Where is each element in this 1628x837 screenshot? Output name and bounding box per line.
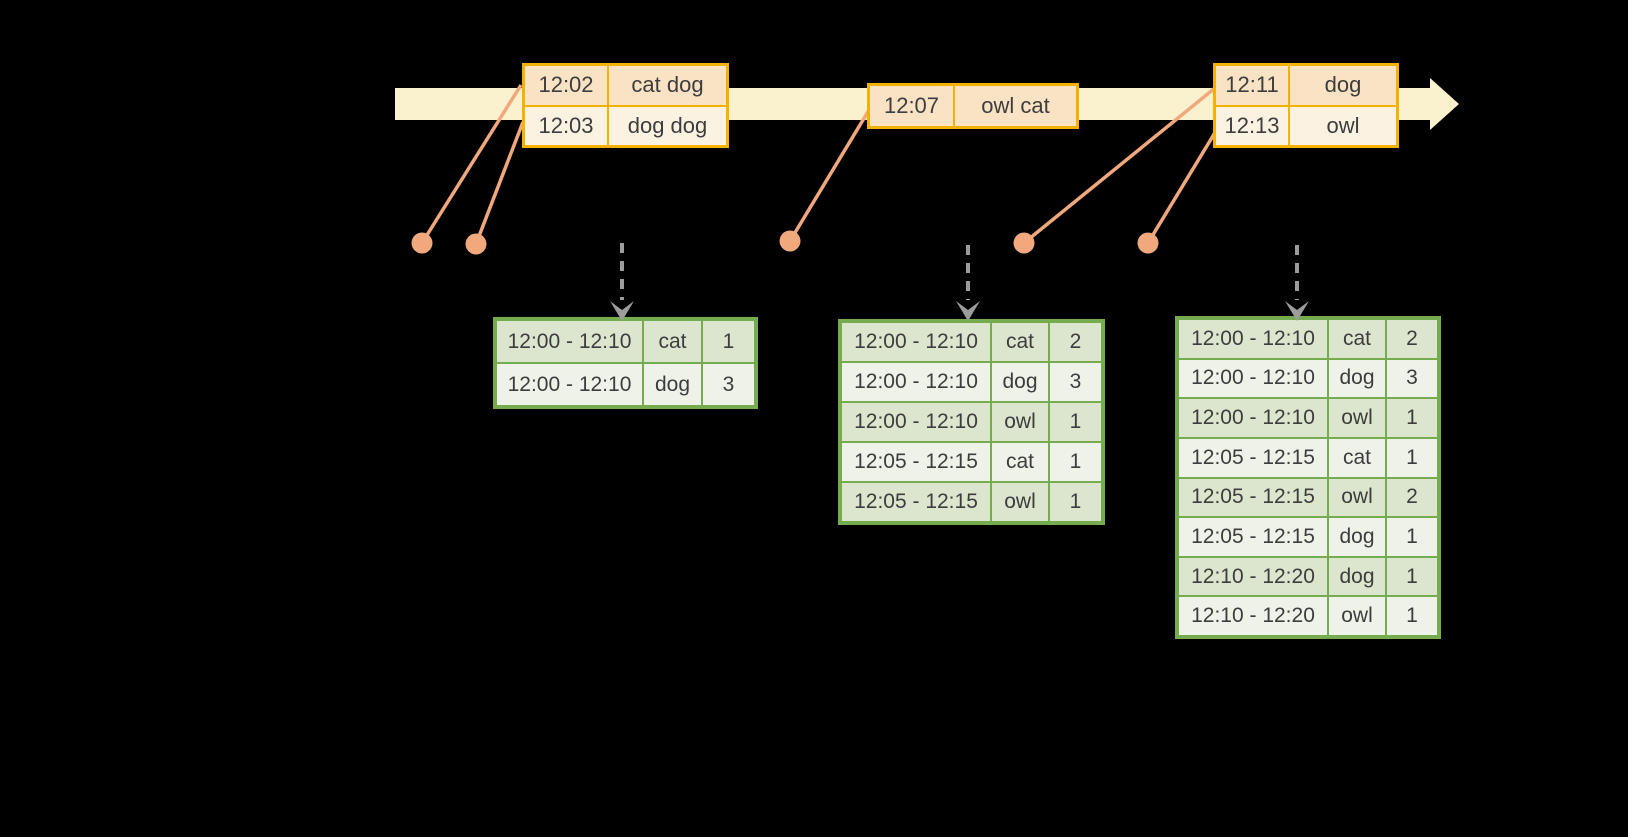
- event-marker-dot: [465, 233, 487, 255]
- count-cell: 2: [1387, 478, 1437, 517]
- word-cell: owl: [1329, 597, 1385, 635]
- trigger-arrowhead-icon: [610, 301, 634, 321]
- window-cell: 12:00 - 12:10: [842, 363, 990, 401]
- connector-line: [1146, 125, 1221, 244]
- word-cell: dog: [1329, 557, 1385, 596]
- word-cell: dog: [992, 363, 1048, 401]
- event-marker-dot: [779, 230, 801, 252]
- word-cell: dog: [1329, 518, 1385, 556]
- window-cell: 12:05 - 12:15: [1179, 438, 1327, 477]
- event-words-cell: cat dog: [609, 66, 726, 105]
- word-cell: cat: [1329, 438, 1385, 477]
- word-cell: cat: [992, 323, 1048, 361]
- window-cell: 12:05 - 12:15: [1179, 478, 1327, 517]
- word-cell: dog: [1329, 359, 1385, 398]
- count-cell: 1: [703, 321, 754, 362]
- result-table-2: 12:00 - 12:10 cat 2 12:00 - 12:10 dog 3 …: [838, 319, 1105, 525]
- trigger-arrowhead-icon: [1285, 301, 1309, 321]
- window-cell: 12:00 - 12:10: [1179, 399, 1327, 437]
- word-cell: owl: [992, 403, 1048, 441]
- word-cell: owl: [1329, 399, 1385, 437]
- window-cell: 12:00 - 12:10: [842, 323, 990, 361]
- connector-line: [788, 109, 871, 242]
- window-cell: 12:05 - 12:15: [1179, 518, 1327, 556]
- count-cell: 1: [1387, 518, 1437, 556]
- word-cell: dog: [644, 364, 701, 405]
- event-words-cell: owl: [1290, 106, 1396, 145]
- window-cell: 12:10 - 12:20: [1179, 557, 1327, 596]
- word-cell: cat: [992, 443, 1048, 481]
- count-cell: 2: [1050, 323, 1101, 361]
- window-cell: 12:05 - 12:15: [842, 443, 990, 481]
- connector-line: [1022, 86, 1217, 245]
- result-table-3: 12:00 - 12:10 cat 2 12:00 - 12:10 dog 3 …: [1175, 316, 1441, 639]
- count-cell: 3: [703, 364, 754, 405]
- event-time-cell: 12:02: [525, 66, 607, 105]
- count-cell: 3: [1387, 359, 1437, 398]
- window-cell: 12:00 - 12:10: [497, 364, 642, 405]
- count-cell: 1: [1387, 438, 1437, 477]
- event-words-cell: dog: [1290, 66, 1396, 105]
- result-table-1: 12:00 - 12:10 cat 1 12:00 - 12:10 dog 3: [493, 317, 758, 409]
- window-cell: 12:10 - 12:20: [1179, 597, 1327, 635]
- connector-line: [420, 84, 523, 244]
- count-cell: 1: [1050, 483, 1101, 521]
- timeline-arrowhead-icon: [1430, 78, 1459, 130]
- event-words-cell: dog dog: [609, 106, 726, 145]
- word-cell: owl: [1329, 478, 1385, 517]
- trigger-arrowhead-icon: [956, 301, 980, 321]
- count-cell: 1: [1387, 399, 1437, 437]
- window-cell: 12:00 - 12:10: [1179, 320, 1327, 358]
- connector-line: [474, 121, 525, 245]
- event-box-3: 12:11 dog 12:13 owl: [1213, 63, 1399, 148]
- event-time-cell: 12:03: [525, 106, 607, 145]
- count-cell: 1: [1387, 557, 1437, 596]
- event-marker-dot: [1137, 232, 1159, 254]
- word-cell: cat: [644, 321, 701, 362]
- window-cell: 12:00 - 12:10: [497, 321, 642, 362]
- event-time-cell: 12:11: [1216, 66, 1288, 105]
- word-cell: owl: [992, 483, 1048, 521]
- word-cell: cat: [1329, 320, 1385, 358]
- event-words-cell: owl cat: [955, 86, 1076, 126]
- count-cell: 1: [1050, 443, 1101, 481]
- event-box-1: 12:02 cat dog 12:03 dog dog: [522, 63, 729, 148]
- event-box-2: 12:07 owl cat: [867, 83, 1079, 129]
- count-cell: 2: [1387, 320, 1437, 358]
- window-cell: 12:00 - 12:10: [842, 403, 990, 441]
- window-cell: 12:00 - 12:10: [1179, 359, 1327, 398]
- window-cell: 12:05 - 12:15: [842, 483, 990, 521]
- count-cell: 1: [1050, 403, 1101, 441]
- event-marker-dot: [411, 232, 433, 254]
- count-cell: 3: [1050, 363, 1101, 401]
- event-marker-dot: [1013, 232, 1035, 254]
- event-time-cell: 12:13: [1216, 106, 1288, 145]
- count-cell: 1: [1387, 597, 1437, 635]
- event-time-cell: 12:07: [870, 86, 953, 126]
